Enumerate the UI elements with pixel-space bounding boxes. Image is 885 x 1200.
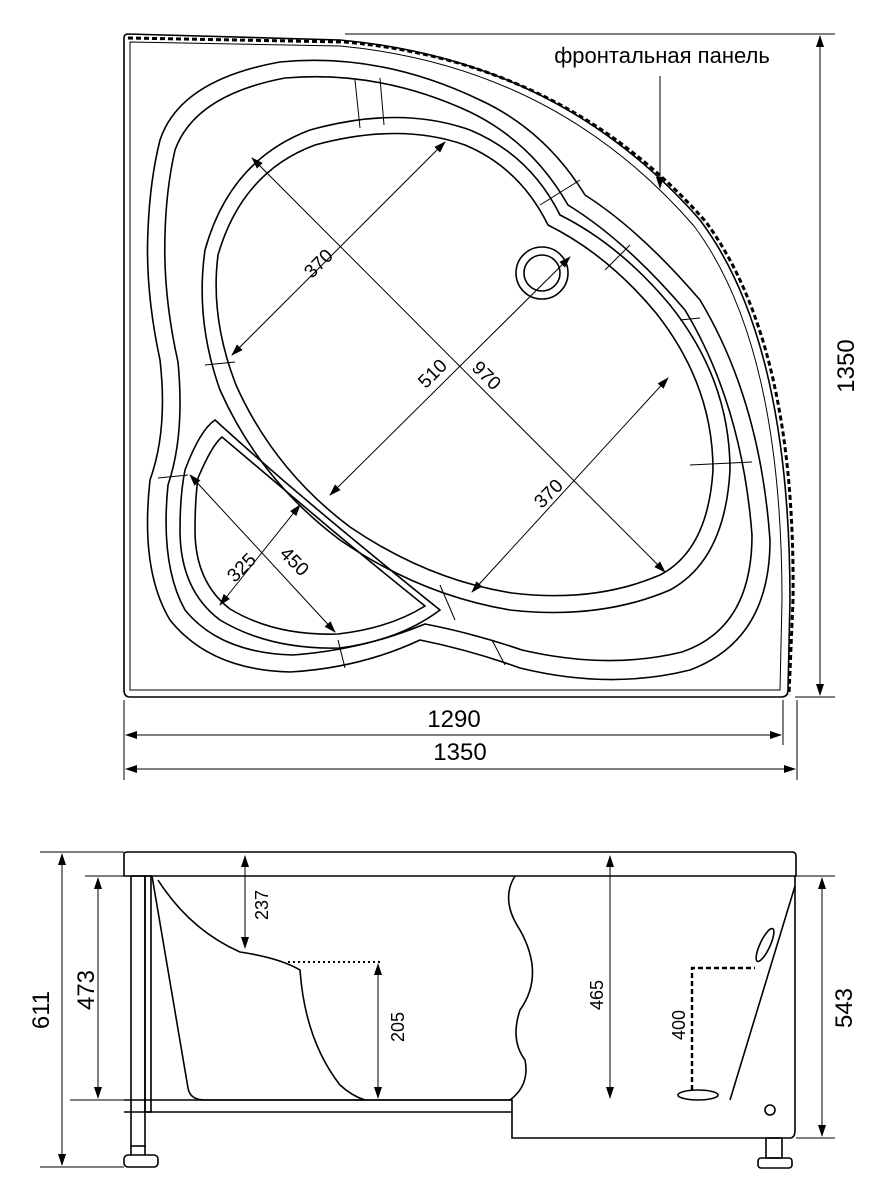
bowl-inner-contour bbox=[163, 75, 753, 662]
label-510: 510 bbox=[414, 355, 451, 392]
dim-line-upper-370 bbox=[231, 141, 446, 356]
side-foot-right bbox=[757, 1157, 793, 1169]
top-view-rim-outline bbox=[123, 33, 791, 698]
side-view: 611 473 237 205 465 400 543 bbox=[28, 851, 858, 1169]
side-foot-left bbox=[123, 1154, 159, 1168]
dotted-overflow-level bbox=[690, 966, 755, 1090]
rim-segment bbox=[491, 639, 506, 666]
label-450: 450 bbox=[275, 543, 312, 580]
rim-segment bbox=[679, 317, 701, 321]
rim-segment bbox=[379, 77, 385, 126]
side-seat-profile bbox=[157, 879, 366, 1101]
dim-line-lower-370 bbox=[471, 377, 669, 593]
label-325: 325 bbox=[223, 549, 260, 586]
label-970: 970 bbox=[467, 357, 504, 394]
dim-line-450 bbox=[189, 474, 336, 633]
label-611: 611 bbox=[28, 991, 55, 1029]
front-panel-label: фронтальная панель bbox=[554, 43, 770, 68]
rim-segment bbox=[337, 639, 346, 669]
label-465: 465 bbox=[587, 980, 607, 1010]
main-well-inner bbox=[215, 132, 714, 597]
top-view-rim-inner bbox=[129, 41, 783, 691]
main-well-contour bbox=[201, 116, 731, 614]
side-foot-left-neck bbox=[130, 1146, 146, 1155]
side-tub-body bbox=[151, 875, 796, 1139]
label-205: 205 bbox=[388, 1012, 408, 1042]
side-leg-right bbox=[765, 1137, 783, 1159]
side-tub-shell-right bbox=[729, 885, 796, 1101]
label-1350-vertical: 1350 bbox=[833, 339, 860, 392]
side-leg-left bbox=[130, 875, 146, 1147]
label-1290: 1290 bbox=[427, 706, 480, 733]
drain-hole-inner bbox=[523, 254, 561, 292]
label-400: 400 bbox=[669, 1010, 689, 1040]
rim-segment bbox=[157, 474, 189, 479]
label-370-bottom: 370 bbox=[530, 475, 567, 512]
rim-segment bbox=[439, 584, 456, 621]
side-cutaway-wave bbox=[507, 875, 534, 1101]
side-rim bbox=[123, 851, 797, 877]
label-473: 473 bbox=[73, 970, 100, 1010]
side-small-hole bbox=[764, 1104, 776, 1116]
front-panel-dashed-line bbox=[127, 36, 795, 696]
side-leg-left-inner bbox=[144, 875, 152, 1113]
rim-segment bbox=[354, 79, 361, 129]
overflow-opening bbox=[755, 927, 775, 963]
rim-segment bbox=[689, 461, 753, 466]
seat-well-contour bbox=[179, 418, 442, 649]
dim-line-cross bbox=[329, 256, 571, 496]
rim-segment bbox=[604, 244, 631, 271]
top-view: 370 510 970 370 325 450 фронтальная пане… bbox=[123, 33, 860, 780]
bowl-outer-contour bbox=[146, 59, 771, 681]
label-543: 543 bbox=[831, 988, 858, 1028]
label-237: 237 bbox=[252, 890, 272, 920]
side-frame bbox=[124, 1099, 512, 1113]
label-1350-horizontal: 1350 bbox=[433, 739, 486, 766]
label-370-top: 370 bbox=[300, 245, 337, 282]
rim-segment bbox=[204, 361, 236, 366]
dim-line-diagonal-long bbox=[251, 157, 666, 573]
side-drain bbox=[677, 1089, 719, 1101]
